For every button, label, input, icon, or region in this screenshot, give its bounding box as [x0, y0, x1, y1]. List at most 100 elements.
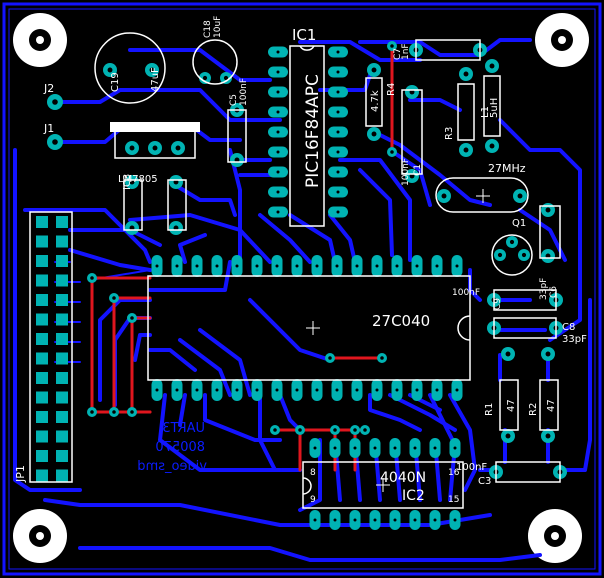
- component-pad-drill: [545, 351, 551, 357]
- via-drill: [380, 356, 384, 360]
- c5-value: 100nF: [239, 78, 249, 106]
- component-pad-drill: [234, 157, 240, 163]
- eprom-pin-bottom-drill: [355, 388, 359, 392]
- eprom-pin-bottom-drill: [235, 388, 239, 392]
- c7-ref: C7: [393, 48, 403, 60]
- c8-ref: C8: [562, 322, 575, 333]
- eprom-pin-bottom-drill: [255, 388, 259, 392]
- pic-pin-left-drill: [276, 150, 280, 154]
- eprom-pin-top-drill: [355, 264, 359, 268]
- via-drill: [328, 356, 332, 360]
- eprom-pin-top-drill: [295, 264, 299, 268]
- ic3-value: LM7805: [118, 174, 158, 185]
- r1-ref: R1: [484, 403, 495, 416]
- ic2-value: 4040N: [380, 470, 426, 486]
- eprom-pin-bottom-drill: [395, 388, 399, 392]
- ic2-pin-top-drill: [433, 446, 437, 450]
- board-inner-outline: [8, 8, 596, 570]
- pic-pin-left-drill: [276, 90, 280, 94]
- component-pad-drill: [409, 89, 415, 95]
- silk-line-2: 800570: [155, 440, 205, 455]
- via-drill: [363, 428, 367, 432]
- pic-pin-left-drill: [276, 210, 280, 214]
- jp1-pin-b: [56, 235, 68, 248]
- eprom-pin-bottom-drill: [215, 388, 219, 392]
- c6-value: 33pF: [539, 278, 549, 300]
- jp1-ref: JP1: [14, 465, 27, 483]
- pic-pin-left-drill: [276, 70, 280, 74]
- jp1-pin-a: [36, 333, 48, 345]
- jp1-pin-b: [56, 469, 68, 482]
- jp1-pin-b: [56, 255, 68, 267]
- eprom-pin-bottom-drill: [295, 388, 299, 392]
- component-pad-drill: [371, 67, 377, 73]
- eprom-pin-top-drill: [155, 264, 159, 268]
- component-pad-drill: [489, 143, 495, 149]
- c1-value: 100nF: [401, 158, 411, 186]
- eprom-pin-bottom-drill: [155, 388, 159, 392]
- via-drill: [112, 410, 116, 414]
- ic2-pin-bottom-drill: [393, 518, 397, 522]
- silk-line-3: video_smd: [137, 459, 207, 474]
- jp1-pin-a: [36, 274, 48, 287]
- q1-pad-drill: [521, 252, 527, 258]
- eprom-pin-top-drill: [275, 264, 279, 268]
- pic-pin-right-drill: [336, 110, 340, 114]
- mounting-hole-bottom-right: [528, 509, 582, 563]
- ic3-pin-drill: [175, 145, 181, 151]
- jp1-pin-b: [56, 391, 68, 404]
- eprom-pin-top-drill: [315, 264, 319, 268]
- mounting-hole-top-left: [13, 13, 67, 67]
- eprom-pin-top-drill: [435, 264, 439, 268]
- ic2-pin8: 8: [310, 468, 316, 478]
- jp1-pin-a: [36, 294, 48, 306]
- r2-ref: R2: [528, 403, 539, 416]
- ic2-ref: IC2: [402, 488, 425, 504]
- eprom-pin-bottom-drill: [195, 388, 199, 392]
- top-copper-traces: [90, 43, 394, 472]
- pic-pin-right-drill: [336, 130, 340, 134]
- ic3-ref: IC3: [122, 174, 133, 190]
- eprom-pin-top-drill: [215, 264, 219, 268]
- via-drill: [112, 296, 116, 300]
- c18-value: 10uF: [213, 16, 223, 38]
- via-drill: [333, 428, 337, 432]
- eprom-pin-top-drill: [375, 264, 379, 268]
- component-pad-drill: [505, 351, 511, 357]
- c18-pad-drill: [223, 75, 229, 81]
- jp1-pin-b: [56, 411, 68, 423]
- component-pad-drill: [463, 71, 469, 77]
- mounting-hole-top-right: [535, 13, 589, 67]
- jp1-pin-a: [36, 352, 48, 365]
- eprom-pin-top-drill: [335, 264, 339, 268]
- ic2-pin-bottom-drill: [333, 518, 337, 522]
- ic2-pin-bottom-drill: [453, 518, 457, 522]
- eprom-pin-top-drill: [395, 264, 399, 268]
- component-pad-drill: [545, 253, 551, 259]
- eprom-pin-bottom-drill: [315, 388, 319, 392]
- eprom-pin-bottom-drill: [435, 388, 439, 392]
- c6-ref: C6: [549, 286, 559, 298]
- ic2-pin9: 9: [310, 495, 316, 505]
- pic-pin-left-drill: [276, 190, 280, 194]
- eprom-pin-bottom-drill: [335, 388, 339, 392]
- eprom-pin-top-drill: [175, 264, 179, 268]
- via-drill: [130, 410, 134, 414]
- ic2-pin-top-drill: [413, 446, 417, 450]
- jp1-pin-b: [56, 333, 68, 345]
- eprom-pin-bottom-drill: [455, 388, 459, 392]
- q1-ref: Q1: [512, 218, 526, 229]
- center-marks: [306, 189, 490, 492]
- jp1-pin-a: [36, 391, 48, 404]
- r4-ref: R4: [386, 83, 397, 96]
- c7-value: 1nF: [401, 43, 411, 60]
- ic2-pin15: 15: [448, 495, 459, 505]
- c19-pad-drill: [107, 67, 113, 73]
- c19-pad-drill: [149, 67, 155, 73]
- component-pad-drill: [371, 131, 377, 137]
- pic-pin-right-drill: [336, 50, 340, 54]
- component-pad-drill: [129, 225, 135, 231]
- component-pad-drill: [545, 207, 551, 213]
